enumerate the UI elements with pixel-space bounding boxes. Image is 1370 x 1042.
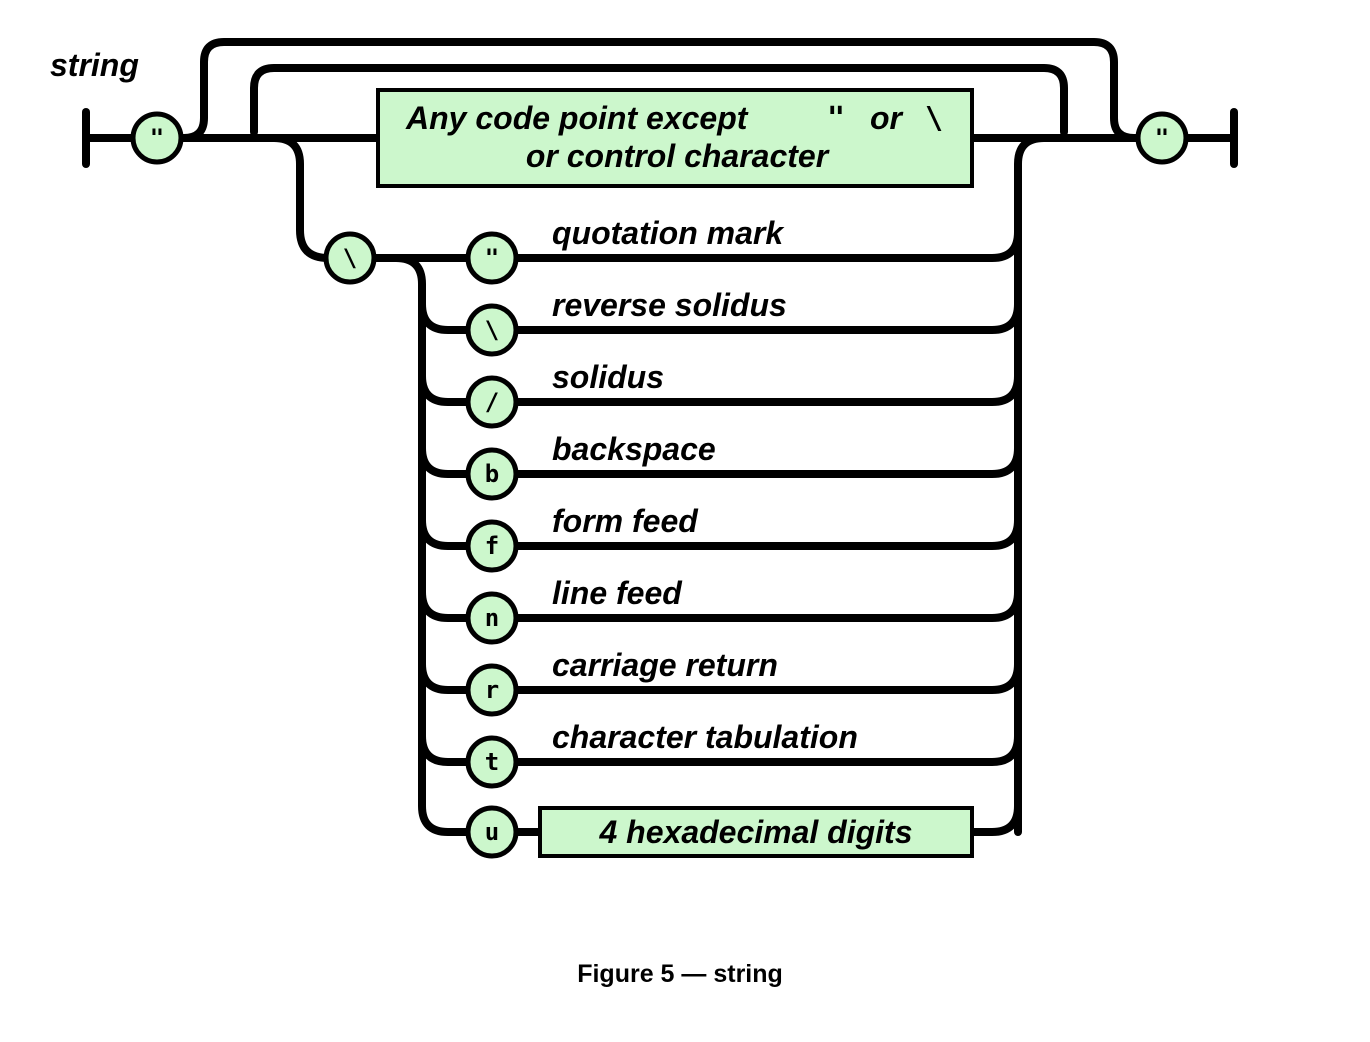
escape-char: \	[485, 316, 499, 344]
any-char-line2: or control character	[526, 138, 830, 174]
escape-row: r carriage return	[465, 647, 778, 717]
escape-char: n	[485, 604, 499, 632]
backslash-symbol: \	[925, 101, 943, 136]
escape-row: \ reverse solidus	[465, 287, 787, 357]
escape-label: solidus	[552, 359, 664, 395]
escape-row: b backspace	[465, 431, 716, 501]
quote-symbol: "	[827, 101, 845, 136]
figure-caption: Figure 5 — string	[577, 960, 783, 988]
end-quote-terminal: "	[1135, 111, 1189, 165]
escape-row: " quotation mark	[465, 215, 785, 285]
start-quote-terminal: "	[130, 111, 184, 165]
any-char-line1: Any code point except	[405, 100, 749, 136]
hex-digits-box-text: 4 hexadecimal digits	[598, 814, 912, 850]
escape-row: t character tabulation	[465, 719, 858, 789]
end-quote-symbol: "	[1155, 124, 1169, 152]
escape-label: character tabulation	[552, 719, 858, 755]
escape-char: "	[485, 244, 499, 272]
diagram-title: string	[50, 47, 139, 83]
escape-char: /	[485, 388, 499, 416]
escape-label: backspace	[552, 431, 716, 467]
escape-symbol: \	[343, 244, 357, 272]
start-quote-symbol: "	[150, 124, 164, 152]
escape-char: b	[485, 460, 499, 488]
escape-rows: " quotation mark \ reverse solidus / sol…	[465, 215, 858, 789]
escape-char: t	[485, 748, 499, 776]
escape-label: carriage return	[552, 647, 778, 683]
any-char-or: or	[870, 100, 904, 136]
escape-label: reverse solidus	[552, 287, 787, 323]
escape-label: form feed	[552, 503, 699, 539]
escape-label: line feed	[552, 575, 683, 611]
escape-row-tracks	[418, 228, 1022, 836]
any-code-point-box: Any code point except " or \ or control …	[376, 88, 974, 188]
escape-label: quotation mark	[552, 215, 785, 251]
escape-terminal: \	[323, 231, 377, 285]
escape-row: f form feed	[465, 503, 699, 573]
unicode-escape-row: u 4 hexadecimal digits	[465, 805, 974, 859]
escape-char: r	[485, 676, 499, 704]
escape-char: f	[485, 532, 499, 560]
unicode-escape-char: u	[485, 818, 499, 846]
escape-row: / solidus	[465, 359, 664, 429]
escape-row: n line feed	[465, 575, 683, 645]
